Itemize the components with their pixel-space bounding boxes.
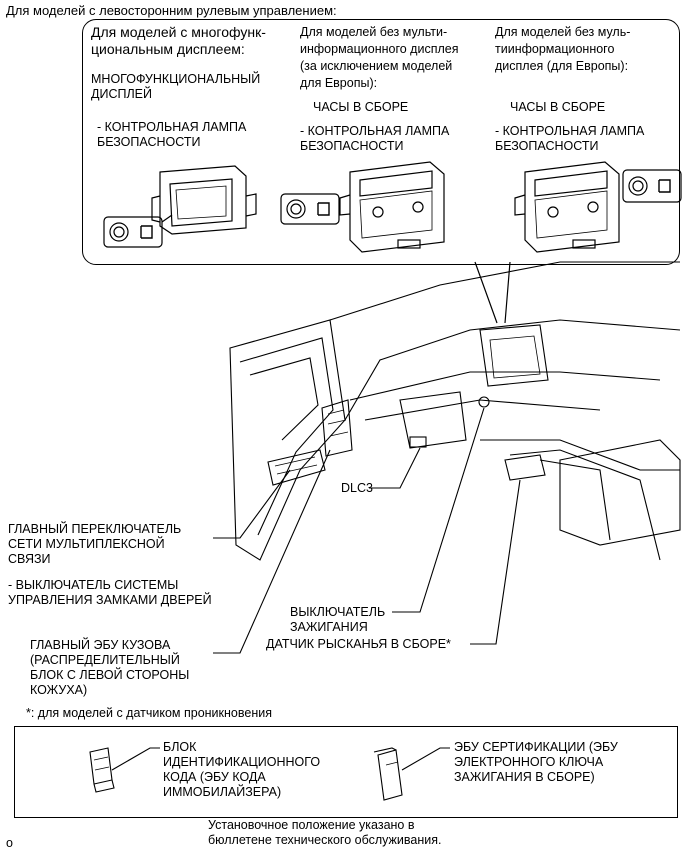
col2-title: Для моделей без мульти- информационного … <box>300 25 459 90</box>
security-lamp-illustration-3 <box>622 169 682 203</box>
ignition-switch-label: ВЫКЛЮЧАТЕЛЬ ЗАЖИГАНИЯ <box>290 605 386 634</box>
col2-security-lamp-label: - КОНТРОЛЬНАЯ ЛАМПА БЕЗОПАСНОСТИ <box>300 124 450 153</box>
multiplex-main-switch-label: ГЛАВНЫЙ ПЕРЕКЛЮЧАТЕЛЬ СЕТИ МУЛЬТИПЛЕКСНО… <box>8 522 182 566</box>
id-code-box-illustration <box>89 747 160 793</box>
dlc3-label: DLC3 <box>341 481 373 495</box>
leader-lines <box>213 407 521 654</box>
id-code-box-label: БЛОК ИДЕНТИФИКАЦИОННОГО КОДА (ЭБУ КОДА И… <box>163 740 321 799</box>
yaw-sensor-label: ДАТЧИК РЫСКАНЬЯ В СБОРЕ* <box>266 637 451 651</box>
col3-security-lamp-label: - КОНТРОЛЬНАЯ ЛАМПА БЕЗОПАСНОСТИ <box>495 124 645 153</box>
multifunction-display-illustration <box>151 165 257 235</box>
car-interior-illustration <box>229 261 681 561</box>
col2-clock-label: ЧАСЫ В СБОРЕ <box>313 100 409 114</box>
corner-mark: o <box>6 836 13 850</box>
installation-note: Установочное положение указано в бюллете… <box>208 818 442 847</box>
clock-unit-illustration-2 <box>339 161 445 253</box>
security-lamp-illustration-2 <box>280 193 340 225</box>
security-lamp-illustration-1 <box>103 214 173 248</box>
col1-security-lamp-label: - КОНТРОЛЬНАЯ ЛАМПА БЕЗОПАСНОСТИ <box>97 120 247 149</box>
footnote: *: для моделей с датчиком проникновения <box>26 706 272 720</box>
col3-title: Для моделей без муль- тиинформационного … <box>495 25 631 73</box>
bottom-parts-box <box>14 726 678 818</box>
certification-ecu-illustration <box>373 747 450 801</box>
page-header: Для моделей с левосторонним рулевым упра… <box>6 3 337 18</box>
door-lock-switch-label: - ВЫКЛЮЧАТЕЛЬ СИСТЕМЫ УПРАВЛЕНИЯ ЗАМКАМИ… <box>8 578 212 607</box>
clock-unit-illustration-3 <box>514 161 620 253</box>
col1-title: Для моделей с многофунк- циональным дисп… <box>91 24 266 57</box>
col3-clock-label: ЧАСЫ В СБОРЕ <box>510 100 606 114</box>
certification-ecu-label: ЭБУ СЕРТИФИКАЦИИ (ЭБУ ЭЛЕКТРОННОГО КЛЮЧА… <box>454 740 618 784</box>
main-body-ecu-label: ГЛАВНЫЙ ЭБУ КУЗОВА (РАСПРЕДЕЛИТЕЛЬНЫЙ БЛ… <box>30 638 190 697</box>
col1-display-label: МНОГОФУНКЦИОНАЛЬНЫЙ ДИСПЛЕЙ <box>91 72 261 101</box>
callout-box <box>82 19 680 265</box>
